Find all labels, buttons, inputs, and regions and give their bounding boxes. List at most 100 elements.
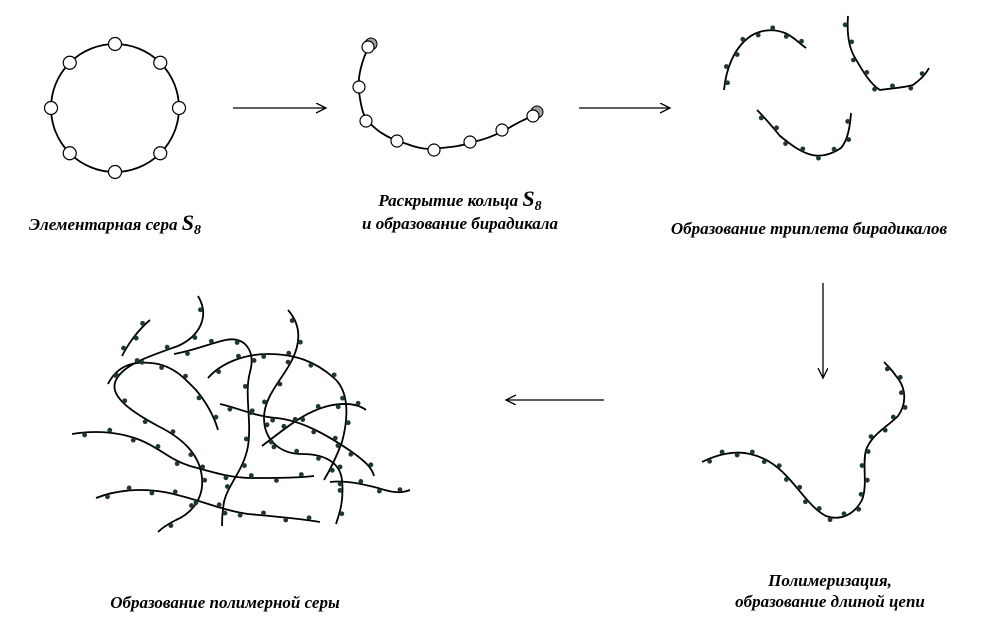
sulfur-atom-dot	[173, 489, 178, 494]
sulfur-atom-dot	[238, 513, 243, 518]
sulfur-atom	[109, 38, 122, 51]
sulfur-atom-dot	[209, 339, 214, 344]
sulfur-atom-dot	[149, 491, 154, 496]
sulfur-atom	[464, 136, 476, 148]
long-chain	[702, 362, 908, 522]
polymer-chain-7	[262, 404, 366, 446]
sulfur-atom-dot	[311, 430, 316, 435]
polymer-chain-6	[96, 490, 320, 522]
sulfur-atom-dot	[898, 375, 903, 380]
sulfur-atom-dot	[127, 486, 132, 491]
sulfur-atom-dot	[797, 485, 802, 490]
sulfur-atom-dot	[274, 478, 279, 483]
sulfur-atom-dot	[261, 510, 266, 515]
sulfur-atom-dot	[865, 478, 870, 483]
sulfur-atom-dot	[817, 506, 822, 511]
sulfur-atom	[63, 147, 76, 160]
sulfur-atom-dot	[903, 405, 908, 410]
sulfur-atom-dot	[740, 37, 745, 42]
radical-atom-end	[527, 110, 539, 122]
caption-opening-subscript: 8	[535, 199, 542, 214]
sulfur-atom-dot	[340, 396, 345, 401]
sulfur-atom-dot	[227, 407, 232, 412]
sulfur-atom-dot	[336, 404, 341, 409]
sulfur-atom-dot	[720, 450, 725, 455]
caption-opening-line1: Раскрытие кольца	[378, 191, 522, 210]
caption-elemental-sulfur: Элементарная сера S8	[0, 212, 230, 237]
sulfur-atom-dot	[131, 438, 136, 443]
caption-polymer-text: Образование полимерной серы	[110, 593, 340, 612]
sulfur-atom-dot	[346, 420, 351, 425]
sulfur-atom-dot	[860, 463, 865, 468]
sulfur-atom	[428, 144, 440, 156]
sulfur-atom-dot	[202, 478, 207, 483]
sulfur-atom-dot	[272, 444, 277, 449]
sulfur-atom-dot	[872, 87, 877, 92]
sulfur-atom-dot	[270, 418, 275, 423]
sulfur-atom-dot	[725, 80, 730, 85]
sulfur-atom-dot	[244, 437, 249, 442]
sulfur-atom-dot	[235, 340, 240, 345]
sulfur-atom-dot	[750, 450, 755, 455]
sulfur-atom-dot	[200, 465, 205, 470]
sulfur-atom-dot	[777, 463, 782, 468]
sulfur-atom-dot	[866, 449, 871, 454]
sulfur-atom-dot	[832, 147, 837, 152]
sulfur-atom-dot	[250, 408, 255, 413]
caption-elemental-subscript: 8	[194, 223, 201, 238]
triplet-chain-2	[848, 16, 929, 90]
sulfur-atom-dot	[759, 116, 764, 121]
sulfur-atom-dot	[156, 444, 161, 449]
caption-triplet: Образование триплета бирадикалов	[620, 218, 998, 239]
sulfur-atom-dot	[735, 52, 740, 57]
sulfur-atom	[360, 115, 372, 127]
sulfur-atom-dot	[707, 459, 712, 464]
sulfur-atom-dot	[197, 395, 202, 400]
sulfur-atom-dot	[333, 436, 338, 441]
sulfur-atom-dot	[908, 86, 913, 91]
sulfur-atom-dot	[891, 415, 896, 420]
sulfur-atom-dot	[784, 34, 789, 39]
sulfur-atom	[154, 147, 167, 160]
ring-atoms	[45, 38, 186, 179]
triplet-chain-1	[724, 30, 806, 90]
open-atoms	[353, 81, 508, 156]
sulfur-atom-dot	[171, 429, 176, 434]
sulfur-atom-dot	[261, 354, 266, 359]
sulfur-atom-dot	[143, 419, 148, 424]
caption-polymerization-line2: образование длиной цепи	[690, 591, 970, 612]
radical-atom-top	[362, 41, 374, 53]
sulfur-atom-dot	[846, 137, 851, 142]
sulfur-atom-dot	[336, 443, 341, 448]
sulfur-atom-dot	[800, 146, 805, 151]
sulfur-atom-dot	[774, 125, 779, 130]
caption-polymer: Образование полимерной серы	[60, 592, 390, 613]
long-chain-bond	[702, 362, 904, 518]
caption-elemental-symbol: S	[182, 210, 194, 235]
sulfur-atom-dot	[845, 119, 850, 124]
sulfur-atom-dot	[920, 71, 925, 76]
caption-ring-opening: Раскрытие кольца S8 и образование биради…	[310, 188, 610, 234]
sulfur-atom-dot	[283, 518, 288, 523]
sulfur-atom-dot	[368, 462, 373, 467]
sulfur-atom	[63, 56, 76, 69]
sulfur-atom-dot	[828, 517, 833, 522]
sulfur-atom-dot	[783, 141, 788, 146]
sulfur-atom-dot	[290, 318, 295, 323]
sulfur-atom-dot	[265, 422, 270, 427]
sulfur-atom-dot	[216, 369, 221, 374]
sulfur-atom-dot	[339, 511, 344, 516]
sulfur-atom-dot	[300, 417, 305, 422]
sulfur-atom-dot	[784, 477, 789, 482]
sulfur-atom-dot	[332, 372, 337, 377]
sulfur-atom-dot	[115, 373, 120, 378]
sulfur-atom-dot	[134, 336, 139, 341]
sulfur-atom-dot	[140, 360, 145, 365]
sulfur-atom-dot	[762, 459, 767, 464]
sulfur-atom-dot	[724, 64, 729, 69]
sulfur-atom-dot	[183, 374, 188, 379]
sulfur-atom-dot	[890, 83, 895, 88]
sulfur-atom-dot	[899, 390, 904, 395]
caption-polymerization-line1: Полимеризация,	[690, 570, 970, 591]
